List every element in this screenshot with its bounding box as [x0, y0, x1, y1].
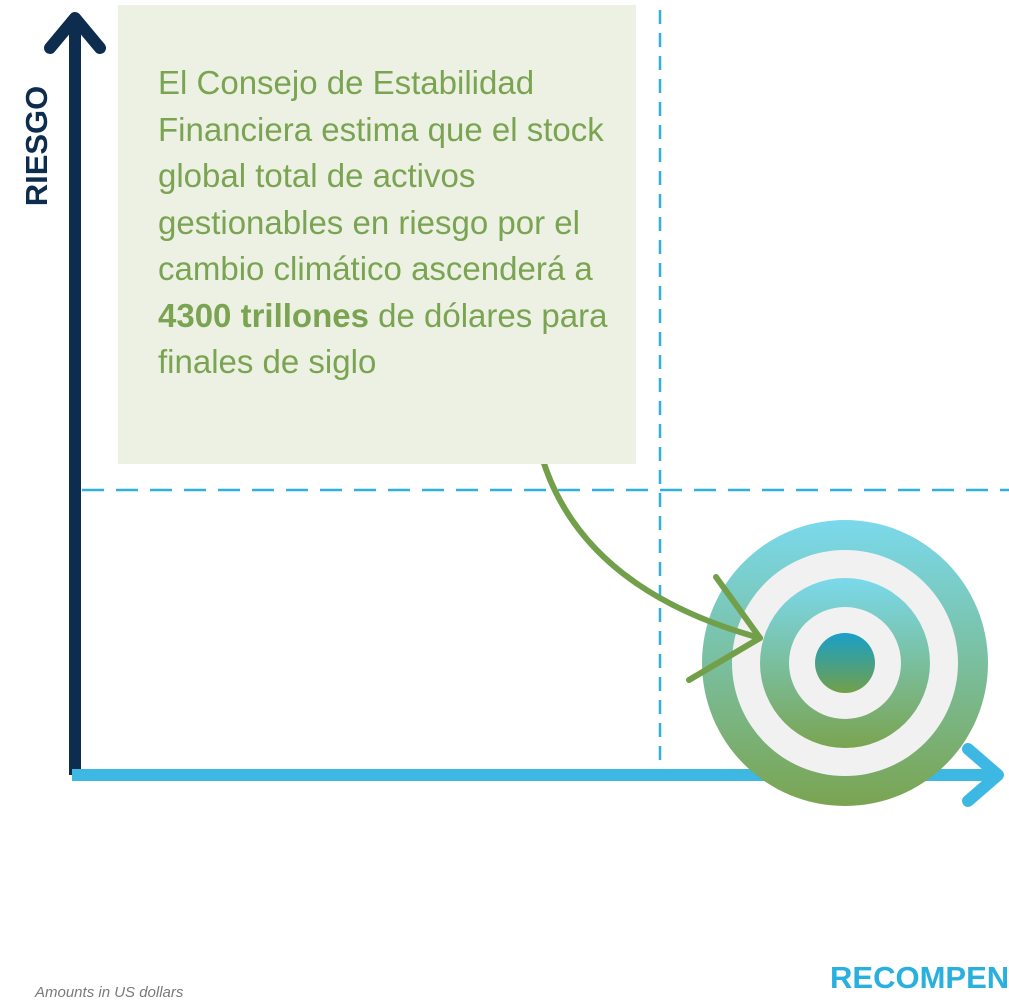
y-axis-arrow [44, 12, 106, 775]
x-axis-label: RECOMPENSA [830, 960, 1009, 995]
callout-text: El Consejo de Estabilidad Financiera est… [158, 60, 628, 386]
callout-text-highlight: 4300 trillones [158, 296, 369, 334]
callout-box [118, 5, 636, 464]
y-axis-label: RIESGO [19, 85, 54, 207]
callout-text-outro: de dólares para finales de siglo [158, 296, 608, 381]
curved-arrow-icon [532, 425, 763, 683]
target-icon [702, 520, 988, 806]
callout-text-intro: El Consejo de Estabilidad Financiera est… [158, 64, 604, 287]
footnote: Amounts in US dollars [35, 984, 184, 1001]
